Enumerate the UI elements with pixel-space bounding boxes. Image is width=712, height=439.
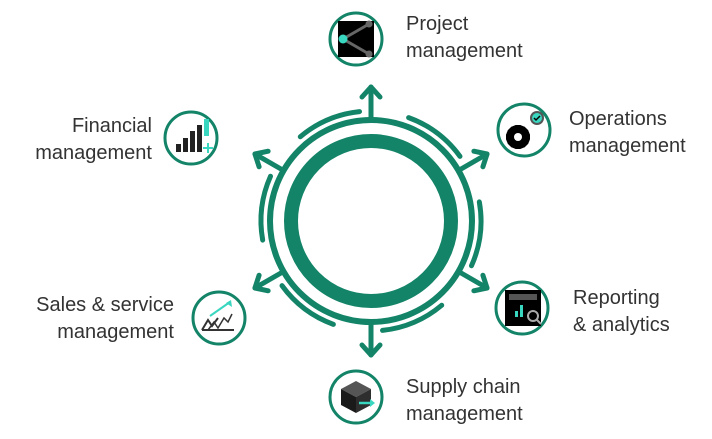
network-share-icon — [338, 20, 374, 58]
arrow-arc-operations — [406, 115, 463, 159]
arrow-head-supply — [359, 342, 383, 358]
report-search-icon — [505, 290, 542, 326]
arrow-shaft-reporting — [458, 270, 490, 291]
arrow-arc-project — [297, 109, 363, 140]
inner-ring — [284, 134, 458, 308]
arrow-shaft-sales — [252, 270, 284, 291]
arrow-head-reporting — [471, 272, 490, 294]
node-reporting — [494, 280, 550, 336]
arrow-head-sales — [252, 272, 271, 294]
cycle-arrows — [252, 84, 490, 358]
label-reporting-analytics: Reporting& analytics — [573, 287, 670, 336]
arrow-head-financial — [252, 148, 271, 170]
outer-ring — [267, 117, 475, 325]
arrow-shaft-operations — [458, 151, 490, 172]
node-supply — [328, 369, 384, 425]
node-sales — [191, 290, 247, 346]
gear-check-icon — [505, 111, 544, 150]
arrow-head-operations — [471, 148, 490, 170]
node-financial — [163, 110, 219, 166]
node-operations — [496, 102, 552, 158]
arrow-arc-supply — [379, 302, 445, 333]
bar-chart-plus-icon — [176, 119, 213, 153]
box-arrow-icon — [341, 381, 375, 413]
trend-chart-icon — [201, 300, 234, 331]
arrow-arc-sales — [279, 283, 336, 327]
arrow-shaft-financial — [252, 151, 284, 172]
node-project — [328, 11, 384, 67]
arrow-arc-reporting — [468, 199, 484, 269]
arrow-arc-financial — [258, 173, 274, 243]
arrow-head-project — [359, 84, 383, 100]
